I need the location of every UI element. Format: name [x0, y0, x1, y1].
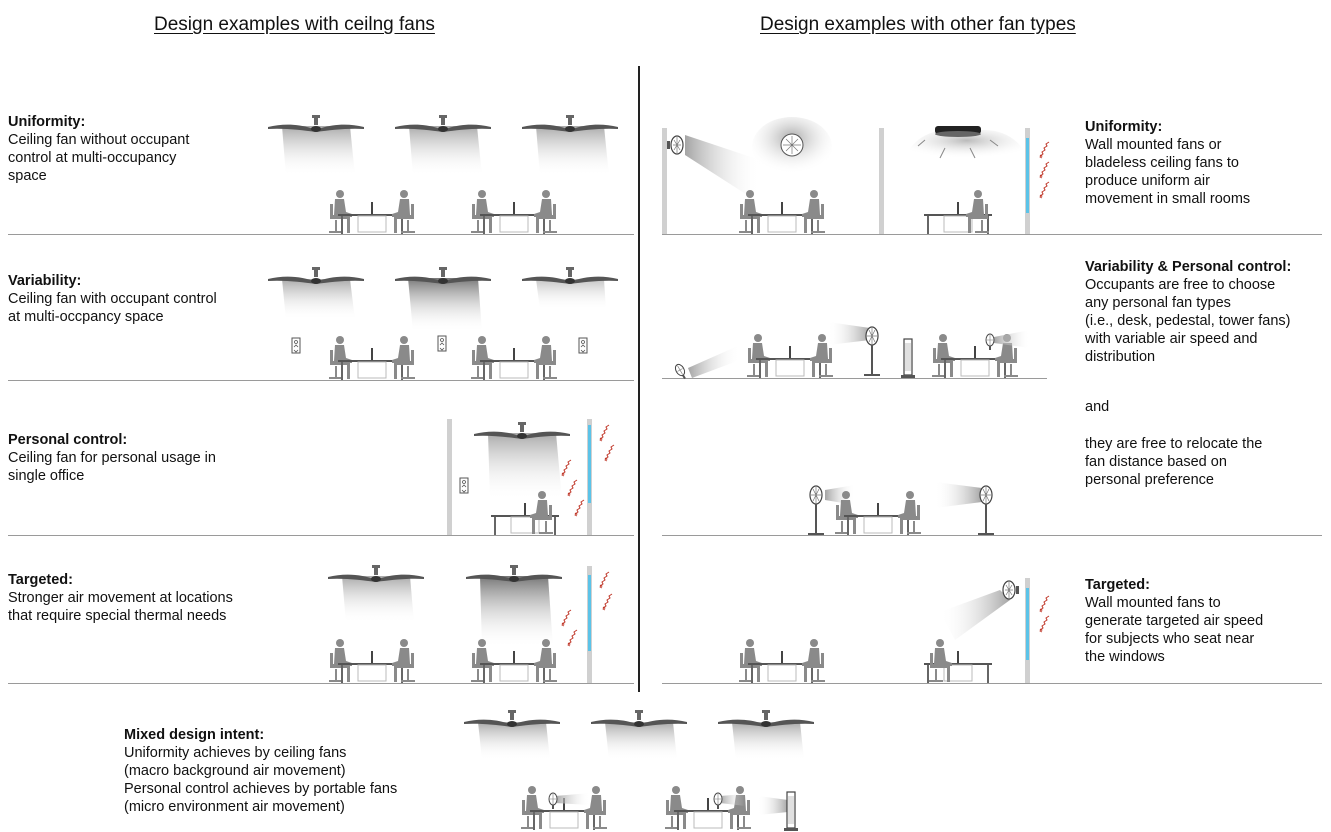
right-targeted-body: Wall mounted fans to generate targeted a… [1085, 595, 1264, 665]
heat-ray-icon [561, 459, 572, 477]
occupant-silhouette-icon [329, 336, 415, 380]
rule-right-3 [662, 535, 1322, 536]
wall [879, 128, 884, 234]
heading-ceiling-fans: Design examples with ceilng fans [154, 14, 435, 35]
pedestal-fan-icon [977, 485, 995, 536]
occupant-silhouette-icon [966, 190, 989, 233]
left-targeted-scene [328, 565, 613, 683]
wall-control-icon [291, 337, 301, 354]
right-uniformity-title: Uniformity: [1085, 119, 1163, 135]
rule-left-4 [8, 683, 634, 684]
right-uniformity-block: Uniformity: Wall mounted fans or bladele… [1085, 118, 1325, 208]
right-variability-title: Variability & Personal control: [1085, 259, 1292, 275]
mixed-design-title: Mixed design intent: [124, 727, 265, 743]
rule-right-4 [662, 683, 1322, 684]
wall-fan-icon [1002, 580, 1020, 600]
occupant-silhouette-icon [739, 190, 825, 234]
left-variability-block: Variability: Ceiling fan with occupant c… [8, 272, 268, 326]
rule-left-3 [8, 535, 634, 536]
right-variability-scene [673, 322, 1030, 382]
left-targeted-block: Targeted: Stronger air movement at locat… [8, 571, 288, 625]
right-variability-body: Occupants are free to choose any persona… [1085, 277, 1291, 365]
rule-right-2 [662, 378, 1047, 379]
heat-ray-icon [1039, 595, 1050, 613]
occupant-silhouette-icon [835, 491, 921, 535]
desk-fan-icon [713, 792, 723, 810]
left-uniformity-title: Uniformity: [8, 114, 86, 130]
right-relocate-body: they are free to relocate the fan distan… [1085, 436, 1263, 488]
window-icon [588, 425, 591, 503]
left-personal-block: Personal control: Ceiling fan for person… [8, 431, 268, 485]
left-targeted-title: Targeted: [8, 572, 73, 588]
rule-left-1 [8, 234, 634, 235]
left-personal-scene [447, 419, 615, 536]
heading-other-fan-types: Design examples with other fan types [760, 14, 1076, 35]
mixed-design-scene [464, 710, 814, 832]
occupant-silhouette-icon [739, 639, 825, 683]
center-divider [638, 66, 640, 692]
occupant-silhouette-icon [665, 786, 751, 830]
pedestal-fan-icon [807, 485, 825, 536]
right-relocate-scene [807, 482, 995, 536]
right-and-text: and [1085, 399, 1110, 415]
occupant-silhouette-icon [471, 336, 557, 380]
occupant-silhouette-icon [471, 190, 557, 234]
left-variability-title: Variability: [8, 273, 82, 289]
rule-left-2 [8, 380, 634, 381]
desk-fan-icon [673, 362, 689, 382]
window-icon [1026, 138, 1029, 213]
right-uniformity-body: Wall mounted fans or bladeless ceiling f… [1085, 137, 1251, 207]
heat-ray-icon [1039, 141, 1050, 159]
rule-right-1 [662, 234, 1322, 235]
left-targeted-body: Stronger air movement at locations that … [8, 590, 233, 624]
heat-ray-icon [561, 609, 572, 627]
pedestal-fan-icon [863, 326, 881, 377]
tower-fan-icon [900, 338, 916, 379]
left-uniformity-scene [268, 115, 618, 234]
window-icon [588, 575, 591, 651]
occupant-silhouette-icon [329, 190, 415, 234]
wall-control-icon [437, 335, 447, 352]
right-relocate-block: they are free to relocate the fan distan… [1085, 435, 1325, 489]
occupant-silhouette-icon [329, 639, 415, 683]
window-icon [1026, 588, 1029, 660]
mixed-design-block: Mixed design intent: Uniformity achieves… [124, 726, 444, 816]
left-variability-scene [268, 267, 618, 380]
left-personal-body: Ceiling fan for personal usage in single… [8, 450, 216, 484]
right-targeted-title: Targeted: [1085, 577, 1150, 593]
occupant-silhouette-icon [928, 638, 953, 683]
wall-control-icon [459, 477, 469, 494]
left-variability-body: Ceiling fan with occupant control at mul… [8, 291, 217, 325]
right-uniformity-scene [662, 117, 1050, 235]
desk-fan-icon [548, 792, 558, 810]
wall-control-icon [578, 337, 588, 354]
mixed-design-body: Uniformity achieves by ceiling fans (mac… [124, 745, 398, 815]
occupant-silhouette-icon [521, 786, 607, 830]
wall-fan-icon [666, 135, 684, 155]
left-uniformity-block: Uniformity: Ceiling fan without occupant… [8, 113, 258, 185]
right-targeted-block: Targeted: Wall mounted fans to generate … [1085, 576, 1325, 666]
right-variability-block: Variability & Personal control: Occupant… [1085, 258, 1325, 366]
wall [447, 419, 452, 535]
desk-fan-icon [985, 333, 995, 351]
left-uniformity-body: Ceiling fan without occupant control at … [8, 132, 190, 184]
left-personal-title: Personal control: [8, 432, 128, 448]
right-targeted-scene [739, 578, 1050, 684]
occupant-silhouette-icon [747, 334, 833, 378]
